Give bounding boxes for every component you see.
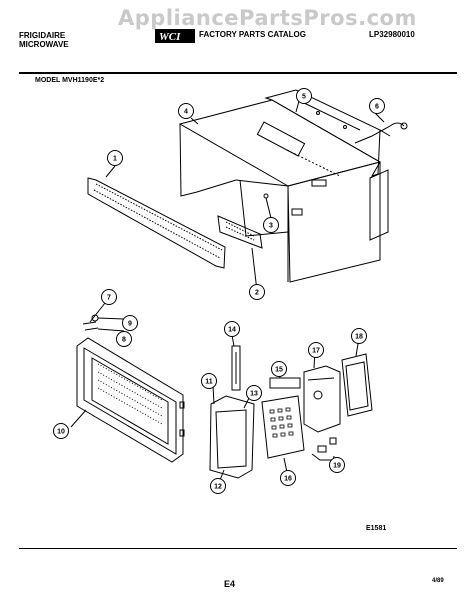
callout-label: 7 <box>107 295 111 302</box>
model-number: MODEL MVH1190E*2 <box>35 77 105 84</box>
brand-line-2: MICROWAVE <box>19 40 69 49</box>
callout-label: 15 <box>275 367 283 374</box>
callout-16: 16 <box>280 470 296 486</box>
callout-label: 9 <box>128 321 132 328</box>
brand-name: FRIGIDAIRE MICROWAVE <box>19 31 69 49</box>
callout-circle <box>280 470 296 486</box>
callout-circle <box>263 217 279 233</box>
callout-5: 5 <box>296 88 312 104</box>
callout-circle <box>308 342 324 358</box>
callout-9: 9 <box>122 315 138 331</box>
callout-19: 19 <box>329 457 345 473</box>
callout-label: 6 <box>375 104 379 111</box>
callout-circle <box>249 284 265 300</box>
switch-part <box>269 377 301 389</box>
callout-circle <box>369 98 385 114</box>
wci-logo-icon: WCI <box>155 29 195 43</box>
callout-label: 10 <box>57 429 65 436</box>
control-board <box>303 365 341 433</box>
callout-6: 6 <box>369 98 385 114</box>
callout-circle <box>53 423 69 439</box>
screw-part <box>263 193 269 199</box>
callout-label: 12 <box>214 484 222 491</box>
callout-label: 5 <box>302 94 306 101</box>
callout-circle <box>122 315 138 331</box>
catalog-title: FACTORY PARTS CATALOG <box>199 30 306 39</box>
callout-label: 18 <box>355 334 363 341</box>
header-rule <box>19 72 457 74</box>
watermark-text: AppliancePartsPros.com <box>118 6 417 30</box>
callout-label: 17 <box>312 348 320 355</box>
svg-text:WCI: WCI <box>159 31 181 43</box>
callout-label: 14 <box>228 327 236 334</box>
callout-circle <box>224 321 240 337</box>
callout-label: 2 <box>255 290 259 297</box>
callout-circle <box>201 373 217 389</box>
callout-circle <box>329 457 345 473</box>
footer-rule <box>19 548 457 549</box>
catalog-number: LP32980010 <box>369 30 415 39</box>
callout-12: 12 <box>210 478 226 494</box>
latch-parts <box>82 314 99 331</box>
diagram-code: E1581 <box>366 525 387 532</box>
callout-circle <box>210 478 226 494</box>
vent-grille <box>217 215 263 249</box>
callout-circle <box>351 328 367 344</box>
page-number: E4 <box>224 579 236 589</box>
callout-label: 13 <box>250 391 258 398</box>
wire-harness-part <box>354 122 408 144</box>
callout-13: 13 <box>246 385 262 401</box>
mounting-clip <box>311 445 336 461</box>
callout-18: 18 <box>351 328 367 344</box>
brand-line-1: FRIGIDAIRE <box>19 31 66 40</box>
callout-circle <box>101 289 117 305</box>
callout-8: 8 <box>116 331 132 347</box>
callout-3: 3 <box>263 217 279 233</box>
hinge-bracket <box>231 345 241 391</box>
cabinet-outer-wrapper <box>178 99 382 283</box>
callout-label: 11 <box>205 379 213 386</box>
callout-label: 3 <box>269 223 273 230</box>
front-grille <box>87 177 226 269</box>
callout-1: 1 <box>107 150 123 166</box>
door-frame <box>209 395 255 479</box>
callout-label: 16 <box>284 476 292 483</box>
callout-circle <box>246 385 262 401</box>
callout-14: 14 <box>224 321 240 337</box>
callout-circle <box>296 88 312 104</box>
revision-date: 4/89 <box>432 578 444 584</box>
callout-11: 11 <box>201 373 217 389</box>
callout-7: 7 <box>101 289 117 305</box>
callout-circle <box>178 103 194 119</box>
callout-10: 10 <box>53 423 69 439</box>
callout-2: 2 <box>249 284 265 300</box>
callout-label: 4 <box>184 109 188 116</box>
door-assembly <box>76 337 185 463</box>
callout-label: 8 <box>122 337 126 344</box>
control-panel <box>261 395 305 459</box>
callout-label: 1 <box>113 156 117 163</box>
callout-label: 19 <box>333 463 341 470</box>
callout-17: 17 <box>308 342 324 358</box>
callout-circle <box>107 150 123 166</box>
cover-plate <box>341 353 373 417</box>
callout-4: 4 <box>178 103 194 119</box>
callout-circle <box>116 331 132 347</box>
callout-circle <box>271 361 287 377</box>
callout-15: 15 <box>271 361 287 377</box>
